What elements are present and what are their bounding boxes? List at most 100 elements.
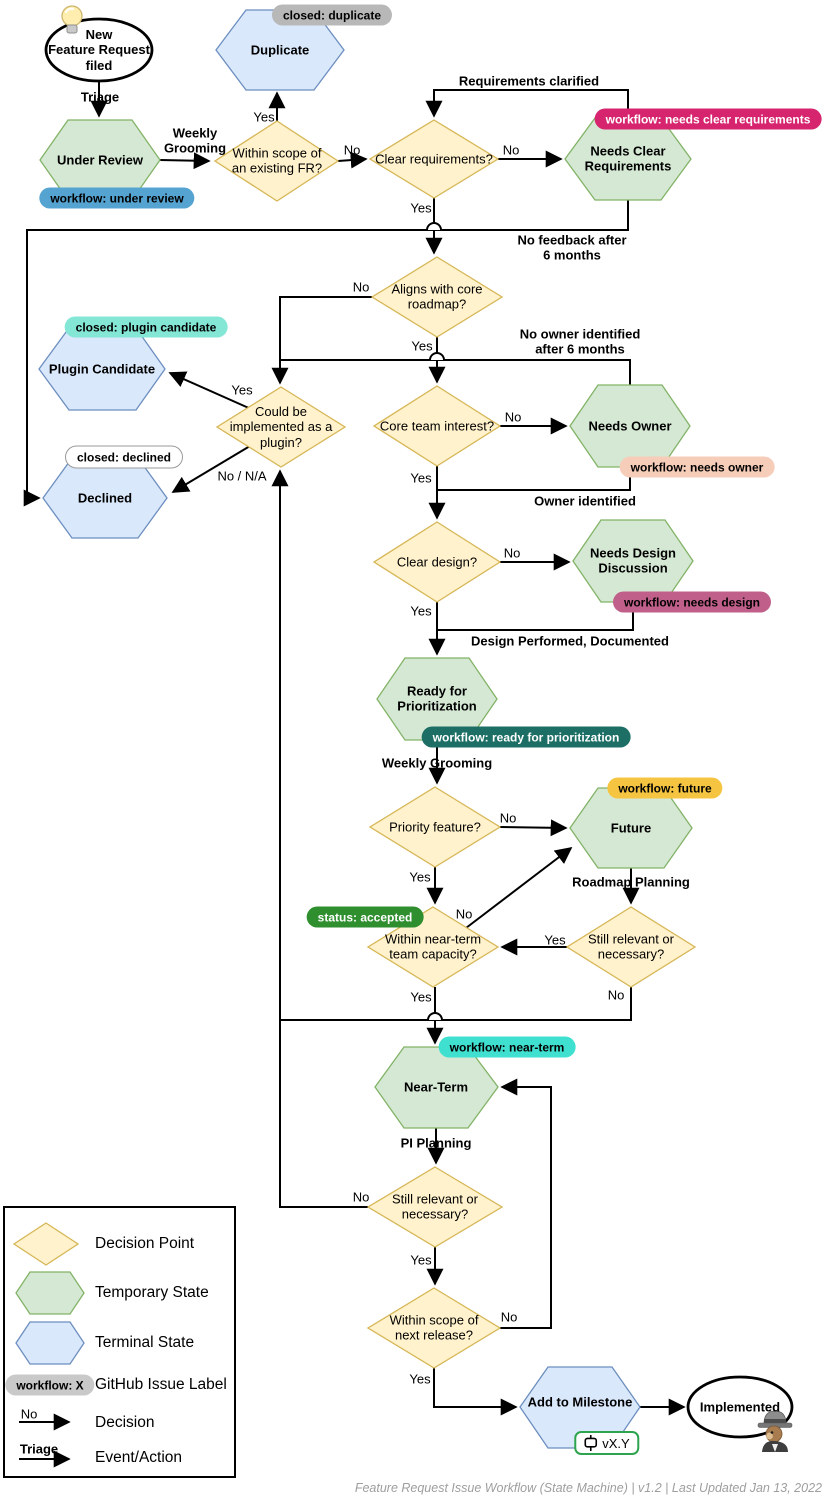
future-hexagon: [569, 787, 693, 869]
badge-closed-duplicate: closed: duplicate: [271, 4, 393, 26]
legend-issue-label-badge: workflow: X: [5, 1374, 95, 1396]
label-no: No: [455, 906, 473, 922]
badge-workflow-under-review: workflow: under review: [39, 187, 195, 209]
legend-decision-point-label: Decision Point: [95, 1234, 195, 1252]
still-relevant-roadmap-diamond: [565, 906, 697, 988]
label-no: No: [500, 1309, 518, 1325]
legend-no-label: No: [20, 1406, 38, 1422]
plugin-candidate-label: Plugin Candidate: [48, 361, 156, 377]
edge-stillpi-no-plugin: [271, 469, 368, 1208]
lightbulb-icon: [61, 5, 83, 34]
within-scope-existing-diamond: [213, 120, 340, 202]
clear-design-diamond: [372, 521, 502, 603]
duplicate-hexagon: [215, 9, 345, 91]
badge-workflow-ready-for-prioritization: workflow: ready for prioritization: [421, 726, 631, 748]
legend-terminal-hexagon: [15, 1321, 85, 1365]
clear-requirements-label: Clear requirements?: [375, 151, 493, 167]
legend-terminal-state-label: Terminal State: [95, 1333, 195, 1351]
badge-workflow-needs-design: workflow: needs design: [612, 591, 772, 613]
line-jump: [429, 352, 445, 361]
squirrel-sticker: [757, 1410, 793, 1452]
core-team-interest-diamond: [372, 385, 502, 467]
event-requirements-clarified: Requirements clarified: [458, 73, 600, 89]
edge-no-feedback-declined: [23, 200, 629, 507]
event-roadmap-planning: Roadmap Planning: [572, 874, 690, 890]
label-yes: Yes: [411, 338, 433, 354]
label-no: No: [503, 545, 521, 561]
milestone-chip: vX.Y: [574, 1431, 640, 1455]
core-team-interest-label: Core team interest?: [379, 418, 495, 434]
priority-feature-label: Priority feature?: [389, 819, 481, 835]
badge-status-accepted: status: accepted: [306, 906, 424, 928]
edge-priority-no: [499, 819, 568, 837]
badge-workflow-near-term: workflow: near-term: [438, 1036, 576, 1058]
connectors: [23, 81, 686, 1416]
legend-temporary-state-label: Temporary State: [95, 1283, 209, 1301]
badge-closed-plugin-candidate: closed: plugin candidate: [64, 316, 228, 338]
legend-decision-diamond: [12, 1222, 80, 1266]
edge-release-yes: [433, 1368, 518, 1416]
within-scope-existing-label: Within scope of an existing FR?: [231, 145, 323, 176]
aligns-roadmap-diamond: [370, 256, 504, 338]
edge-plugin-yes: [168, 371, 252, 410]
start-ellipse: [44, 17, 154, 83]
milestone-icon: [584, 1435, 598, 1451]
edge-capacity-no-future: [465, 846, 573, 929]
start-label: New Feature Request filed: [48, 27, 150, 73]
event-no-owner: No owner identified after 6 months: [519, 326, 641, 357]
milestone-version: vX.Y: [602, 1435, 630, 1451]
event-pi-planning: PI Planning: [400, 1135, 472, 1151]
legend-github-issue-label: GitHub Issue Label: [95, 1375, 227, 1393]
add-to-milestone-hexagon: [519, 1366, 641, 1449]
legend-decision-label: Decision: [95, 1413, 155, 1431]
plugin-possible-label: Could be implemented as a plugin?: [229, 404, 333, 450]
badge-closed-declined: closed: declined: [64, 445, 184, 469]
edge-requirements-clarified: [425, 89, 629, 118]
edge-aligns-no: [271, 296, 372, 385]
label-no: No: [352, 1189, 370, 1205]
within-scope-release-label: Within scope of next release?: [389, 1312, 479, 1343]
label-no-na: No / N/A: [217, 468, 267, 484]
still-relevant-pi-diamond: [366, 1166, 504, 1248]
add-to-milestone-label: Add to Milestone: [527, 1394, 633, 1410]
edge-design-performed: [437, 602, 634, 631]
ready-for-prioritization-hexagon: [376, 657, 498, 741]
needs-design-discussion-label: Needs Design Discussion: [590, 545, 676, 576]
under-review-label: Under Review: [57, 152, 143, 168]
edge-weekly-grooming: [159, 152, 211, 170]
needs-owner-label: Needs Owner: [588, 418, 672, 434]
event-triage: Triage: [80, 89, 120, 105]
footer-caption: Feature Request Issue Workflow (State Ma…: [354, 1481, 822, 1495]
line-jump: [427, 1012, 443, 1021]
event-design-performed: Design Performed, Documented: [471, 633, 669, 649]
legend-temporary-hexagon: [15, 1271, 85, 1315]
legend-triage-label: Triage: [19, 1441, 59, 1457]
label-no: No: [343, 142, 361, 158]
implemented-label: Implemented: [699, 1399, 781, 1415]
label-no: No: [607, 987, 625, 1003]
label-yes: Yes: [410, 989, 432, 1005]
label-yes: Yes: [409, 869, 431, 885]
plugin-possible-diamond: [215, 386, 347, 468]
label-yes: Yes: [410, 470, 432, 486]
label-yes: Yes: [410, 200, 432, 216]
label-yes: Yes: [231, 382, 253, 398]
line-jump: [426, 222, 442, 231]
label-no: No: [504, 409, 522, 425]
duplicate-label: Duplicate: [250, 42, 310, 58]
near-term-label: Near-Term: [403, 1079, 469, 1095]
badge-workflow-needs-clear-requirements: workflow: needs clear requirements: [594, 108, 822, 130]
needs-clear-requirements-label: Needs Clear Requirements: [584, 143, 672, 174]
label-yes: Yes: [410, 603, 432, 619]
declined-label: Declined: [77, 490, 133, 506]
legend-shapes: [12, 1222, 85, 1468]
event-weekly-grooming-2: Weekly Grooming: [381, 755, 493, 771]
event-weekly-grooming: Weekly Grooming: [163, 125, 227, 156]
future-label: Future: [610, 820, 652, 836]
badge-workflow-needs-owner: workflow: needs owner: [619, 456, 775, 478]
needs-design-discussion-hexagon: [572, 519, 694, 603]
label-yes: Yes: [410, 1252, 432, 1268]
edge-owner-identified: [437, 467, 631, 491]
